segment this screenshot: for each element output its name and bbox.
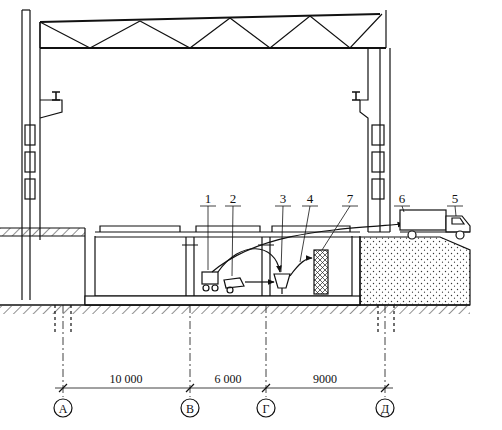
callout-number: 4 — [307, 192, 314, 205]
axis-label: А — [59, 403, 68, 415]
callout-number: 5 — [452, 192, 459, 205]
callout-number: 1 — [205, 192, 212, 205]
callout-number: 2 — [230, 192, 237, 205]
dimension-text: 9000 — [313, 373, 337, 385]
axis-label: Г — [263, 403, 270, 415]
dimension-text: 6 000 — [215, 373, 242, 385]
axis-label: Д — [381, 403, 389, 415]
dimension-text: 10 000 — [110, 373, 143, 385]
callout-number: 3 — [280, 192, 287, 205]
callout-number: 6 — [399, 192, 406, 205]
axis-label: В — [186, 403, 194, 415]
callout-number: 7 — [347, 192, 354, 205]
